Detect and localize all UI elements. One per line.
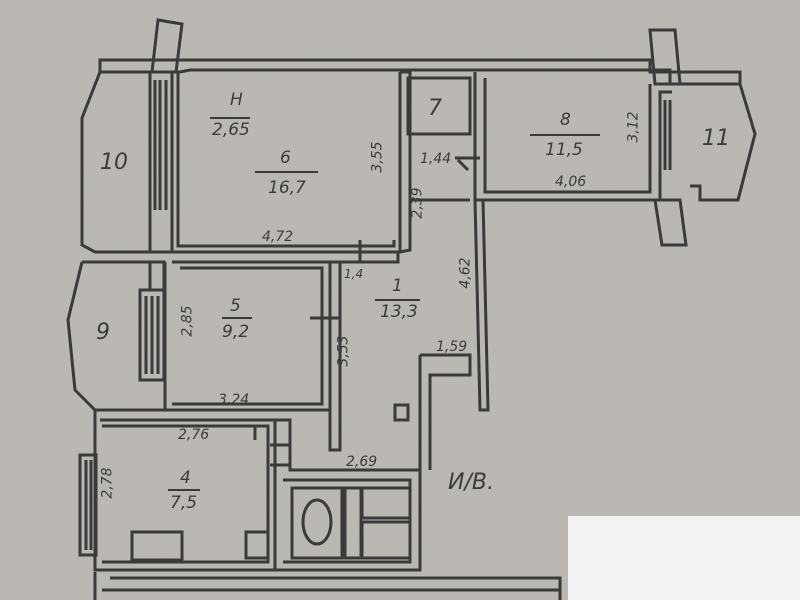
- dim-corridor-b: 3,53: [335, 335, 352, 367]
- room-11-number: 11: [702, 126, 730, 151]
- room-6-area: 16,7: [268, 178, 306, 198]
- room-1-number: 1: [392, 276, 403, 296]
- dim-room8-side: 3,12: [625, 111, 642, 143]
- room-5-number: 5: [230, 296, 241, 316]
- dim-door-a: 1,4: [344, 267, 364, 281]
- room-4-number: 4: [180, 468, 191, 488]
- ceiling-height: 2,65: [212, 120, 250, 140]
- dim-corridor-a: 2,39: [409, 187, 426, 219]
- dim-room4-width: 2,76: [178, 427, 210, 443]
- dim-room5-side: 2,85: [179, 305, 196, 337]
- walls: [66, 18, 757, 600]
- room-8-area: 11,5: [545, 140, 583, 160]
- room-9-number: 9: [96, 320, 110, 345]
- dim-room5-width: 3,24: [218, 392, 250, 408]
- room-7-number: 7: [428, 96, 442, 121]
- room-5-area: 9,2: [222, 322, 250, 342]
- blank-patch: [568, 516, 800, 600]
- room-10-number: 10: [100, 150, 128, 175]
- dim-corridor-c: 4,62: [457, 257, 474, 289]
- room-8-number: 8: [560, 110, 571, 130]
- dim-room4-side: 2,78: [99, 467, 116, 499]
- room-4-area: 7,5: [170, 493, 198, 513]
- plan-annotation: И/В.: [448, 470, 494, 495]
- dim-room8-width: 4,06: [555, 174, 587, 190]
- dim-door-b: 1,59: [436, 339, 468, 355]
- dim-room7-width: 1,44: [420, 151, 452, 167]
- room-1-area: 13,3: [380, 302, 418, 322]
- area-bars: [168, 134, 600, 491]
- dim-bath-width: 2,69: [346, 454, 378, 470]
- dim-room6-width: 4,72: [262, 229, 294, 245]
- ceiling-marker: H: [230, 90, 243, 110]
- dim-room6-side: 3,55: [369, 141, 386, 173]
- room-6-number: 6: [280, 148, 291, 168]
